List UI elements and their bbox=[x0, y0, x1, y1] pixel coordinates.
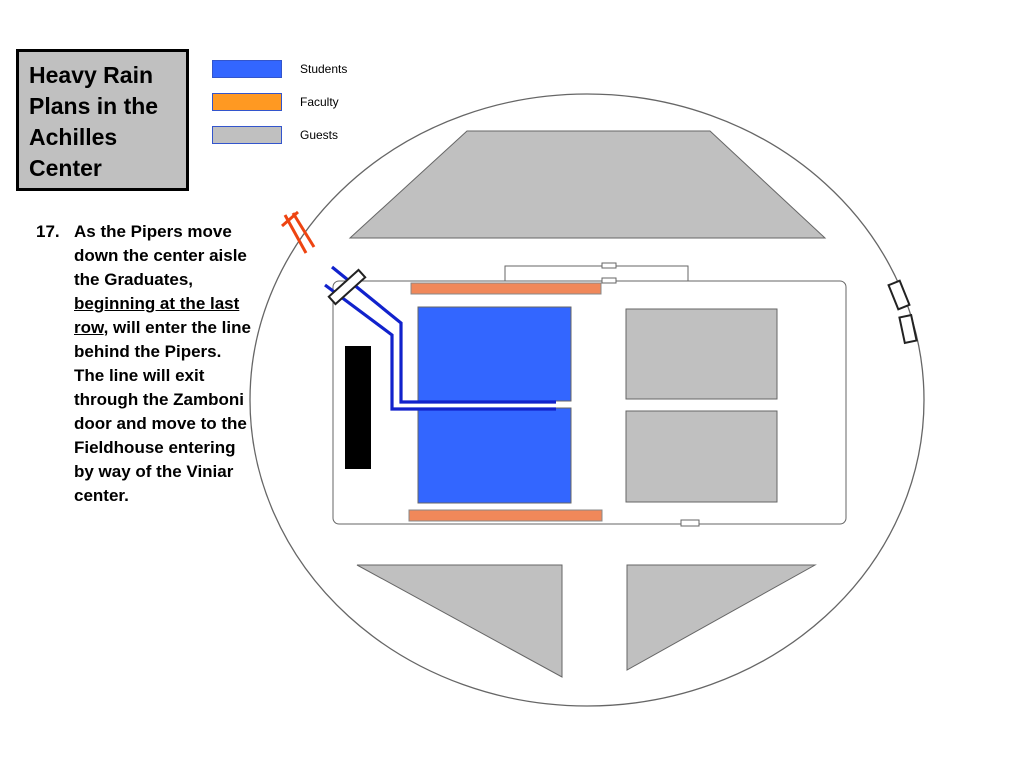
legend-label-guests: Guests bbox=[300, 128, 339, 142]
legend-swatch-guests bbox=[212, 126, 282, 144]
step-text-before: As the Pipers move down the center aisle… bbox=[74, 222, 247, 289]
legend-label-faculty: Faculty bbox=[300, 95, 339, 109]
exit-marker-line-1b bbox=[283, 214, 308, 254]
step-text-underlined: beginning at the last row bbox=[74, 294, 240, 337]
faculty-bar-top bbox=[410, 282, 602, 295]
right-door-marker-1 bbox=[887, 279, 911, 311]
step-text-after: , will enter the line behind the Pipers.… bbox=[74, 318, 251, 505]
legend-label-students: Students bbox=[300, 62, 348, 76]
bottom-door-marker bbox=[680, 519, 700, 527]
zamboni-door-marker bbox=[327, 268, 367, 306]
page-title: Heavy Rain Plans in the Achilles Center bbox=[29, 62, 159, 181]
legend-item-students: Students bbox=[212, 60, 372, 80]
stage bbox=[345, 346, 371, 469]
guest-section-bottom-left bbox=[356, 564, 563, 678]
procession-path-lower bbox=[324, 283, 556, 411]
legend-swatch-faculty bbox=[212, 93, 282, 111]
top-door-marker-1 bbox=[601, 262, 617, 269]
student-section-lower bbox=[417, 407, 572, 504]
legend-item-faculty: Faculty bbox=[212, 93, 372, 113]
guest-section-bottom-right bbox=[626, 564, 817, 671]
guest-section-floor-upper bbox=[625, 308, 778, 400]
right-door-marker-2 bbox=[898, 313, 918, 345]
title-box: Heavy Rain Plans in the Achilles Center bbox=[16, 49, 189, 191]
student-section-upper bbox=[417, 306, 572, 402]
arena-floor bbox=[332, 280, 847, 525]
top-connector bbox=[504, 265, 689, 281]
step-body: As the Pipers move down the center aisle… bbox=[74, 220, 254, 508]
top-door-marker-2 bbox=[601, 277, 617, 284]
guest-section-floor-lower bbox=[625, 410, 778, 503]
faculty-bar-bottom bbox=[408, 509, 603, 522]
exit-marker-line-2 bbox=[291, 212, 316, 248]
legend-item-guests: Guests bbox=[212, 126, 372, 146]
guest-section-top bbox=[348, 130, 827, 239]
legend-swatch-students bbox=[212, 60, 282, 78]
arena-outline bbox=[249, 93, 925, 707]
step-number: 17. bbox=[36, 222, 60, 241]
procession-path-upper bbox=[330, 265, 556, 404]
